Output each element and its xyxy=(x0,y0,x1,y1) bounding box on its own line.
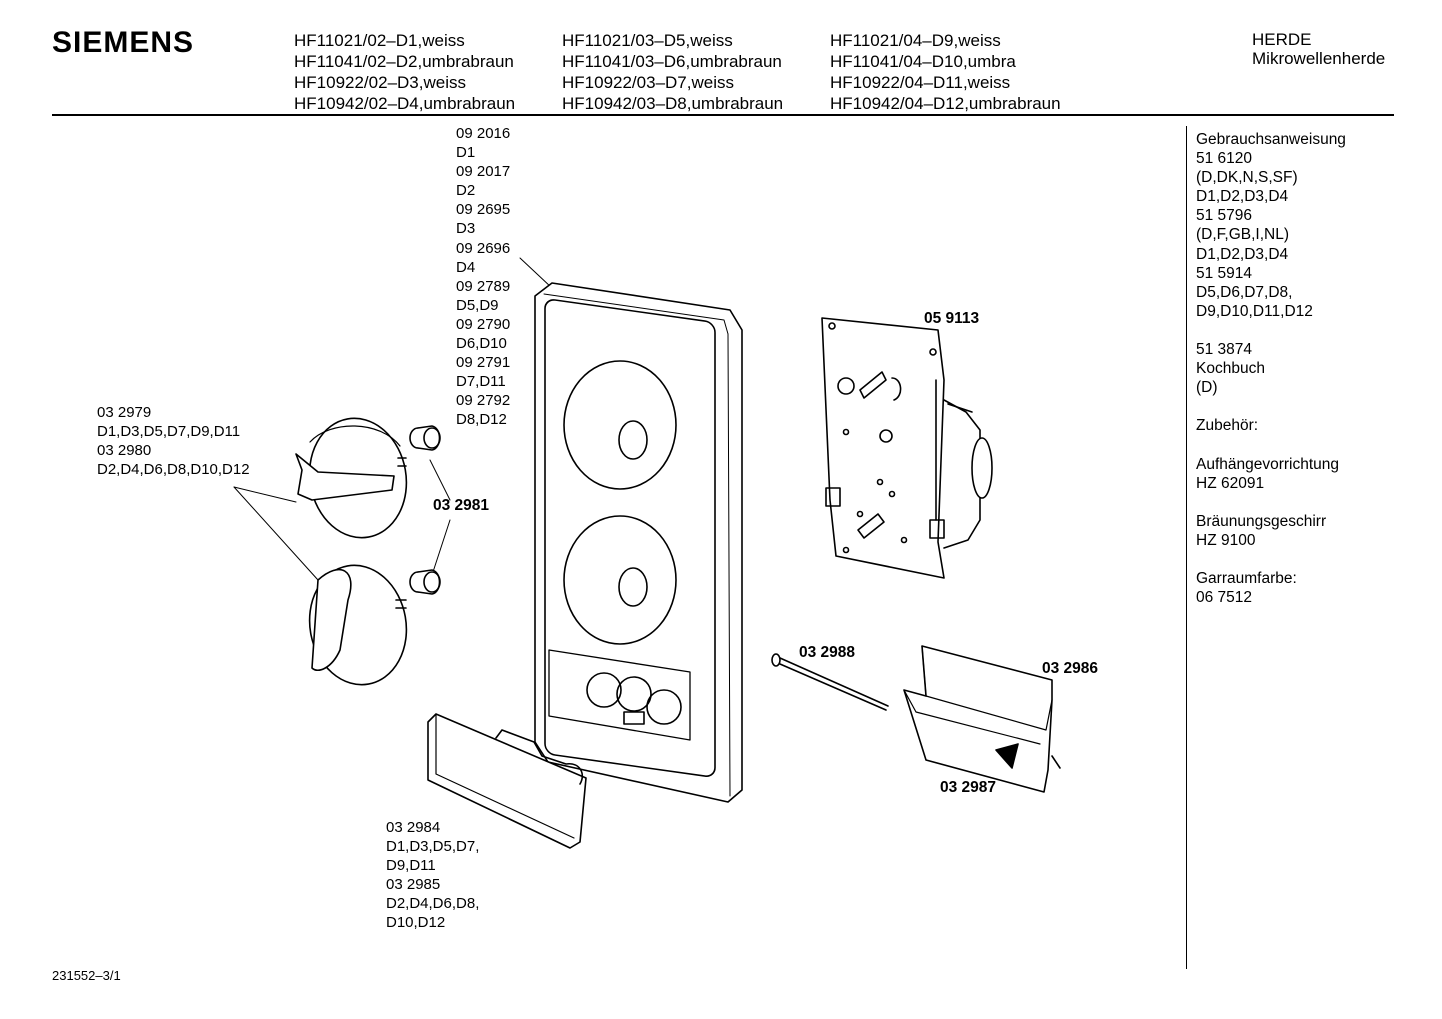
sidebar-line: Garraumfarbe: xyxy=(1196,570,1297,588)
knob-label: 03 2980 xyxy=(97,442,152,460)
model-entry: HF11021/02–D1,weiss xyxy=(294,31,465,50)
cover-label: D10,D12 xyxy=(386,914,446,932)
panel-label: D5,D9 xyxy=(456,296,499,314)
knob-label-group: 03 2979 D1,D3,D5,D7,D9,D11 03 2980 D2,D4… xyxy=(97,403,250,479)
part-number-rod: 03 2988 xyxy=(799,644,856,661)
panel-label: D1 xyxy=(456,144,476,162)
model-entry: HF10942/03–D8,umbrabraun xyxy=(562,94,784,113)
sidebar-line: Kochbuch xyxy=(1196,360,1265,378)
panel-label: 09 2790 xyxy=(456,315,511,333)
upper-knob xyxy=(295,417,408,539)
sidebar-line: HZ 62091 xyxy=(1196,474,1265,492)
model-entry: HF11041/03–D6,umbrabraun xyxy=(562,52,782,71)
sidebar-line: D9,D10,D11,D12 xyxy=(1196,302,1313,320)
panel-label: D2 xyxy=(456,182,476,200)
panel-label-group: 09 2016 D1 09 2017 D2 09 2695 D3 09 2696… xyxy=(456,124,510,430)
part-number-bracket-bottom: 03 2987 xyxy=(940,779,997,796)
brand-logo: SIEMENS xyxy=(52,26,195,59)
lower-knob xyxy=(308,564,408,686)
cover-label-group: 03 2984 D1,D3,D5,D7, D9,D11 03 2985 D2,D… xyxy=(386,818,479,933)
model-entry: HF11041/04–D10,umbra xyxy=(830,52,1016,71)
category-main: HERDE xyxy=(1252,30,1312,49)
model-entry: HF11021/03–D5,weiss xyxy=(562,31,733,50)
panel-label: 09 2696 xyxy=(456,239,511,257)
model-entry: HF10922/03–D7,weiss xyxy=(562,73,734,92)
category-sub: Mikrowellenherde xyxy=(1252,49,1386,68)
panel-label: D3 xyxy=(456,220,476,238)
model-entry: HF10942/04–D12,umbrabraun xyxy=(830,94,1061,113)
panel-label: 09 2789 xyxy=(456,277,511,295)
sidebar-divider xyxy=(1186,126,1187,969)
model-list-column-3: HF11021/04–D9,weiss HF11041/04–D10,umbra… xyxy=(830,30,1061,114)
panel-label: D6,D10 xyxy=(456,335,507,353)
knob-label: D2,D4,D6,D8,D10,D12 xyxy=(97,461,250,479)
sidebar-line: 51 6120 xyxy=(1196,150,1253,168)
sidebar-line: Aufhängevorrichtung xyxy=(1196,455,1340,473)
bracket xyxy=(903,645,1061,793)
sidebar-line: Zubehör: xyxy=(1196,417,1259,435)
knob-label: D1,D3,D5,D7,D9,D11 xyxy=(97,423,241,441)
rod xyxy=(771,653,889,711)
panel-label: D7,D11 xyxy=(456,373,506,391)
cover-label: D1,D3,D5,D7, xyxy=(386,838,480,856)
sidebar-line: 51 3874 xyxy=(1196,341,1253,359)
cover-label: 03 2984 xyxy=(386,819,441,836)
sidebar-line: HZ 9100 xyxy=(1196,531,1256,549)
cover-strip xyxy=(427,713,587,849)
model-entry: HF11021/04–D9,weiss xyxy=(830,31,1001,50)
panel-label: 09 2017 xyxy=(456,163,511,181)
panel-label: 09 2792 xyxy=(456,392,511,410)
document-number: 231552–3/1 xyxy=(52,968,121,983)
sidebar-line: 51 5914 xyxy=(1196,264,1253,282)
part-number-bracket-top: 03 2986 xyxy=(1042,660,1099,677)
model-entry: HF10922/02–D3,weiss xyxy=(294,73,466,92)
header-divider xyxy=(52,114,1394,116)
sidebar-line: Gebrauchsanweisung xyxy=(1196,131,1346,148)
knob-bushings xyxy=(409,425,441,595)
documentation-sidebar: Gebrauchsanweisung 51 6120 (D,DK,N,S,SF)… xyxy=(1196,130,1346,607)
sidebar-line: 06 7512 xyxy=(1196,589,1253,607)
sidebar-line: D1,D2,D3,D4 xyxy=(1196,245,1289,263)
cover-label: D2,D4,D6,D8, xyxy=(386,895,480,913)
panel-label: 09 2695 xyxy=(456,201,511,219)
category-heading: HERDE Mikrowellenherde xyxy=(1252,30,1385,68)
leader-lines xyxy=(233,257,553,581)
model-list-column-1: HF11021/02–D1,weiss HF11041/02–D2,umbrab… xyxy=(294,30,515,114)
panel-label: D8,D12 xyxy=(456,411,507,429)
cover-label: 03 2985 xyxy=(386,876,441,894)
sidebar-line: (D,F,GB,I,NL) xyxy=(1196,226,1290,244)
model-entry: HF10942/02–D4,umbrabraun xyxy=(294,94,516,113)
sidebar-line: (D,DK,N,S,SF) xyxy=(1196,169,1298,187)
sidebar-line: (D) xyxy=(1196,379,1218,397)
panel-label: D4 xyxy=(456,258,476,276)
cover-label: D9,D11 xyxy=(386,857,436,875)
part-number-timer-plate: 05 9113 xyxy=(924,310,980,327)
sidebar-line: D5,D6,D7,D8, xyxy=(1196,283,1293,301)
timer-plate xyxy=(821,317,993,579)
model-list-column-2: HF11021/03–D5,weiss HF11041/03–D6,umbrab… xyxy=(562,30,783,114)
sidebar-line: Bräunungsgeschirr xyxy=(1196,512,1327,530)
panel-label: 09 2016 xyxy=(456,125,511,142)
model-entry: HF11041/02–D2,umbrabraun xyxy=(294,52,514,71)
sidebar-line: D1,D2,D3,D4 xyxy=(1196,188,1289,206)
control-panel xyxy=(534,282,743,803)
sidebar-line: 51 5796 xyxy=(1196,207,1253,225)
part-number-bushing: 03 2981 xyxy=(433,497,490,514)
model-entry: HF10922/04–D11,weiss xyxy=(830,73,1011,92)
knob-label: 03 2979 xyxy=(97,404,152,421)
panel-label: 09 2791 xyxy=(456,354,511,372)
